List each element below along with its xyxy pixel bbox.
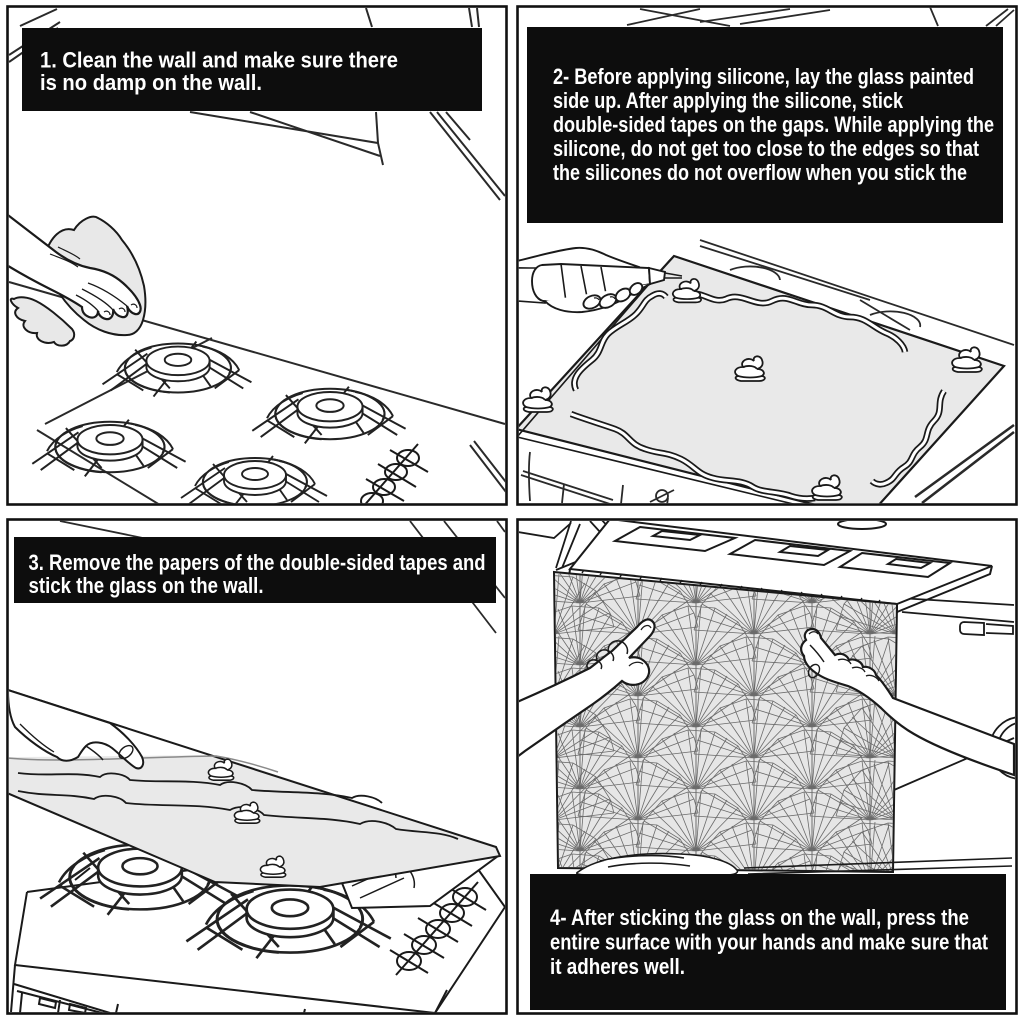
svg-text:2- Before applying silicone, l: 2- Before applying silicone, lay the gla… xyxy=(553,64,974,89)
svg-text:1. Clean the wall and make sur: 1. Clean the wall and make sure there xyxy=(40,48,398,73)
svg-text:entire surface with your hands: entire surface with your hands and make … xyxy=(550,930,988,955)
svg-text:4- After sticking the glass on: 4- After sticking the glass on the wall,… xyxy=(550,905,969,930)
svg-text:stick the glass on the wall.: stick the glass on the wall. xyxy=(29,573,264,598)
svg-text:the silicones do not overflow: the silicones do not overflow when you s… xyxy=(553,160,967,185)
svg-text:double-sided tapes on the gaps: double-sided tapes on the gaps. While ap… xyxy=(553,112,994,137)
svg-text:3. Remove the papers of the do: 3. Remove the papers of the double-sided… xyxy=(29,550,486,575)
svg-text:is no damp on the wall.: is no damp on the wall. xyxy=(40,70,262,95)
svg-text:silicone, do not get too close: silicone, do not get too close to the ed… xyxy=(553,136,979,161)
svg-text:side up. After applying the si: side up. After applying the silicone, st… xyxy=(553,88,903,113)
svg-text:it adheres well.: it adheres well. xyxy=(550,954,685,979)
